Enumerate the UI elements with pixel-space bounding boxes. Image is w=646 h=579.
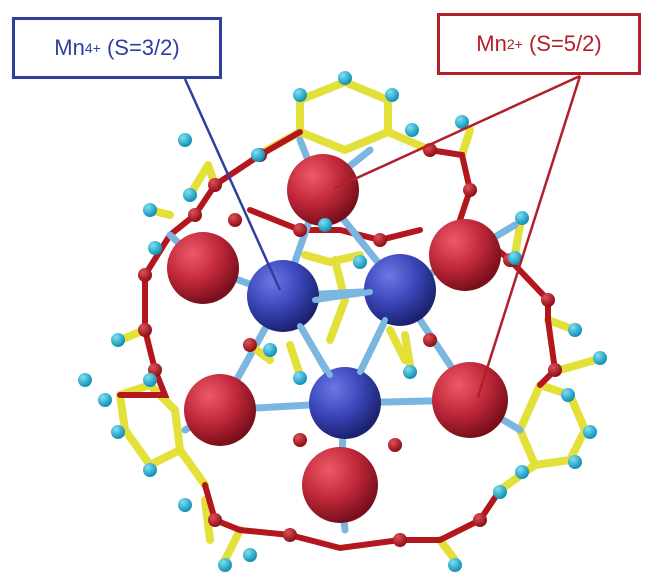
mn2-atom xyxy=(432,362,508,438)
mn2-charge: 2+ xyxy=(506,36,523,52)
mn2-element: Mn xyxy=(476,31,507,56)
mn2-atom xyxy=(287,154,359,226)
mn4-leader-line xyxy=(183,78,282,291)
mn4-spin: (S=3/2) xyxy=(106,35,180,60)
mn4-atom xyxy=(309,367,381,439)
hydrogen-atoms xyxy=(78,71,607,572)
mn4-atoms xyxy=(247,254,436,439)
mn2-leader-line xyxy=(476,75,582,398)
mn4-atom xyxy=(364,254,436,326)
mn4-atom xyxy=(247,260,319,332)
foreground-bonds xyxy=(297,289,388,378)
label-leaders xyxy=(183,74,582,398)
mn4-element: Mn xyxy=(54,35,85,60)
mn2-atom xyxy=(184,374,256,446)
mn4-charge: 4+ xyxy=(84,40,101,56)
mn2-atom xyxy=(167,232,239,304)
oxygen-atoms xyxy=(138,143,562,547)
mn2-atom xyxy=(302,447,378,523)
mn2-atom xyxy=(429,219,501,291)
mn2-spin: (S=5/2) xyxy=(528,31,602,56)
mn2-atoms xyxy=(167,154,508,523)
mn2-leader-line xyxy=(334,74,581,190)
